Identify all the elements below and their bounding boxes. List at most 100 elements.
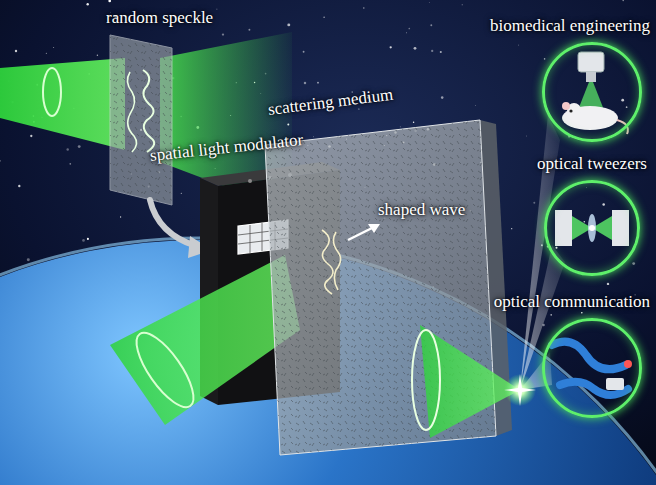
art-path <box>143 70 154 152</box>
art-polygon <box>110 35 172 205</box>
art-g <box>555 210 629 246</box>
art-g <box>562 52 628 134</box>
art-path <box>322 230 341 294</box>
art-circle <box>547 245 549 247</box>
application-heading: optical communication <box>494 292 650 312</box>
art-circle <box>18 185 20 187</box>
art-circle <box>430 24 432 26</box>
art-ellipse <box>562 106 618 130</box>
art-circle <box>607 283 609 285</box>
art-circle <box>622 0 624 1</box>
art-circle <box>287 23 290 26</box>
art-circle <box>46 53 47 54</box>
art-path <box>150 200 196 246</box>
wave-label: shaped wave <box>378 200 465 220</box>
application-heading: biomedical engineering <box>490 16 650 36</box>
art-circle <box>53 47 54 48</box>
art-circle <box>414 47 417 50</box>
art-circle <box>475 105 477 107</box>
art-circle <box>390 46 392 48</box>
art-circle <box>400 126 401 127</box>
art-circle <box>621 99 624 102</box>
art-circle <box>624 360 632 368</box>
application-circle: biomedical engineering <box>542 42 642 142</box>
art-polygon <box>555 210 572 246</box>
art-circle <box>544 58 546 60</box>
art-circle <box>78 145 81 148</box>
art-circle <box>97 55 98 56</box>
art-ellipse <box>588 214 596 242</box>
art-circle <box>304 82 307 85</box>
art-polygon <box>0 58 125 150</box>
art-circle <box>313 136 315 138</box>
art-circle <box>323 16 324 17</box>
art-circle <box>440 51 442 53</box>
art-circle <box>602 203 605 206</box>
art-circle <box>533 202 535 204</box>
art-circle <box>363 7 365 9</box>
art-path <box>504 374 536 406</box>
art-circle <box>222 33 224 35</box>
art-circle <box>632 262 635 265</box>
art-circle <box>181 193 182 194</box>
art-polygon <box>368 224 380 233</box>
art-circle <box>248 179 252 183</box>
art-circle <box>428 2 430 4</box>
art-ellipse <box>412 330 440 430</box>
art-circle <box>511 228 512 229</box>
art-path <box>617 120 628 134</box>
art-circle <box>569 109 572 112</box>
art-circle <box>630 200 632 202</box>
art-circle <box>15 50 17 52</box>
art-circle <box>586 187 588 189</box>
art-circle <box>317 82 319 84</box>
art-circle <box>568 136 570 138</box>
art-rect <box>586 72 596 82</box>
art-circle <box>626 106 628 108</box>
art-ellipse <box>43 68 61 116</box>
art-line <box>250 225 251 253</box>
art-circle <box>86 3 88 5</box>
art-circle <box>462 4 463 5</box>
application-circle: optical communication <box>542 318 642 418</box>
art-circle <box>550 314 552 316</box>
application-heading: optical tweezers <box>537 154 647 174</box>
art-circle <box>30 135 32 137</box>
art-rect <box>578 52 604 72</box>
art-circle <box>87 238 89 240</box>
art-circle <box>66 148 68 150</box>
art-circle <box>431 50 433 52</box>
art-circle <box>69 163 71 165</box>
art-circle <box>555 247 557 249</box>
art-ellipse <box>127 325 204 415</box>
art-circle <box>441 96 444 99</box>
art-circle <box>504 374 536 406</box>
art-polygon <box>110 35 172 205</box>
art-circle <box>584 221 586 223</box>
application-circle: optical tweezers <box>544 180 640 276</box>
art-circle <box>216 8 218 10</box>
panel-label: random speckle <box>106 8 213 28</box>
art-circle <box>248 29 250 31</box>
art-circle <box>562 102 570 110</box>
art-path <box>552 342 626 370</box>
art-circle <box>518 45 519 46</box>
art-circle <box>82 239 85 242</box>
art-circle <box>581 312 583 314</box>
art-circle <box>358 108 359 109</box>
art-circle <box>303 51 305 53</box>
art-polygon <box>612 210 629 246</box>
art-line <box>262 223 263 251</box>
art-polygon <box>578 82 604 110</box>
art-circle <box>589 225 595 231</box>
art-circle <box>120 216 121 217</box>
art-circle <box>27 258 30 261</box>
art-rect <box>606 378 624 390</box>
art-g <box>552 342 632 395</box>
art-circle <box>0 160 1 162</box>
art-circle <box>526 135 528 137</box>
art-path <box>127 72 136 152</box>
art-circle <box>108 0 111 2</box>
